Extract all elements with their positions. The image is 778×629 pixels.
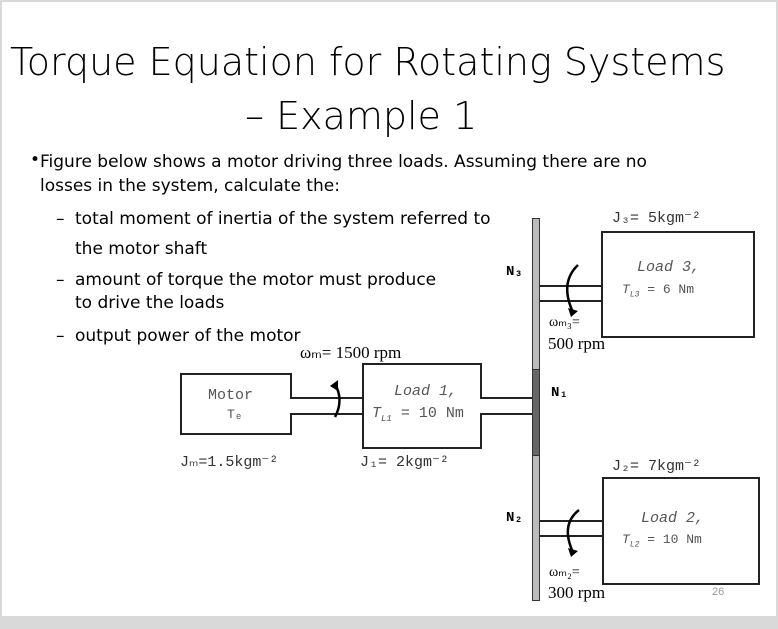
load2-speed: 300 rpm: [548, 583, 606, 602]
gear-n3-label: N₃: [506, 264, 523, 280]
load1-label: Load 1,: [394, 383, 458, 400]
load3-speed-label: ωₘ₃=: [549, 315, 580, 330]
bullet-icon: •: [30, 150, 41, 170]
load3-torque-sub: L3: [629, 290, 640, 300]
item-1-line-2: the motor shaft: [75, 239, 208, 259]
load3-rotation-arrow-icon: [565, 264, 579, 311]
load2-rotation-arrow-icon: [566, 509, 580, 551]
load3-speed: 500 rpm: [548, 334, 606, 353]
intro-line-2: losses in the system, calculate the:: [40, 176, 340, 196]
page-number: 26: [712, 586, 725, 598]
load1-shaft: [480, 397, 532, 415]
dash-icon: –: [56, 326, 65, 346]
load3-inertia: J₃= 5kgm⁻²: [612, 210, 701, 227]
title-line-2: – Example 1: [245, 94, 478, 138]
load2-inertia: J₂= 7kgm⁻²: [612, 458, 701, 475]
motor-speed: ωₘ= 1500 rpm: [300, 343, 402, 362]
load2-torque-sub: L2: [629, 540, 640, 550]
load2-box: [602, 477, 760, 585]
load2-torque-symbol: T: [622, 532, 630, 547]
load1-inertia: J₁= 2kgm⁻²: [360, 454, 449, 471]
load2-speed-label: ωₘ₂=: [549, 565, 580, 580]
load1-torque-value: = 10 Nm: [391, 405, 464, 422]
load3-torque-value: = 6 Nm: [639, 282, 695, 297]
dash-icon: –: [56, 270, 65, 290]
motor-box: [180, 373, 292, 435]
load1-box: [362, 363, 482, 449]
item-3-line-1: output power of the motor: [75, 326, 301, 346]
gear-n2-label: N₂: [506, 510, 523, 526]
load3-box: [601, 231, 755, 338]
dash-icon: –: [56, 209, 65, 229]
motor-shaft: [290, 397, 362, 415]
item-1-line-1: total moment of inertia of the system re…: [75, 209, 491, 229]
gear-n1-label: N₁: [551, 385, 568, 401]
motor-torque: Tₑ: [227, 407, 243, 422]
load2-torque-value: = 10 Nm: [639, 532, 702, 547]
gear-n2: [532, 455, 540, 601]
item-2-line-2: to drive the loads: [75, 293, 225, 313]
title-line-1: Torque Equation for Rotating Systems: [10, 40, 726, 84]
load1-torque-sub: L1: [381, 414, 392, 424]
load3-label: Load 3,: [637, 259, 701, 276]
load3-torque-symbol: T: [622, 282, 630, 297]
motor-label: Motor: [208, 387, 254, 404]
motor-inertia: Jₘ=1.5kgm⁻²: [180, 454, 279, 471]
item-2-line-1: amount of torque the motor must produce: [75, 270, 437, 290]
load1-torque-symbol: T: [372, 405, 382, 422]
load2-label: Load 2,: [641, 510, 705, 527]
load3-shaft: [540, 285, 601, 302]
slide: Torque Equation for Rotating Systems – E…: [2, 2, 776, 616]
intro-line-1: Figure below shows a motor driving three…: [40, 152, 647, 172]
